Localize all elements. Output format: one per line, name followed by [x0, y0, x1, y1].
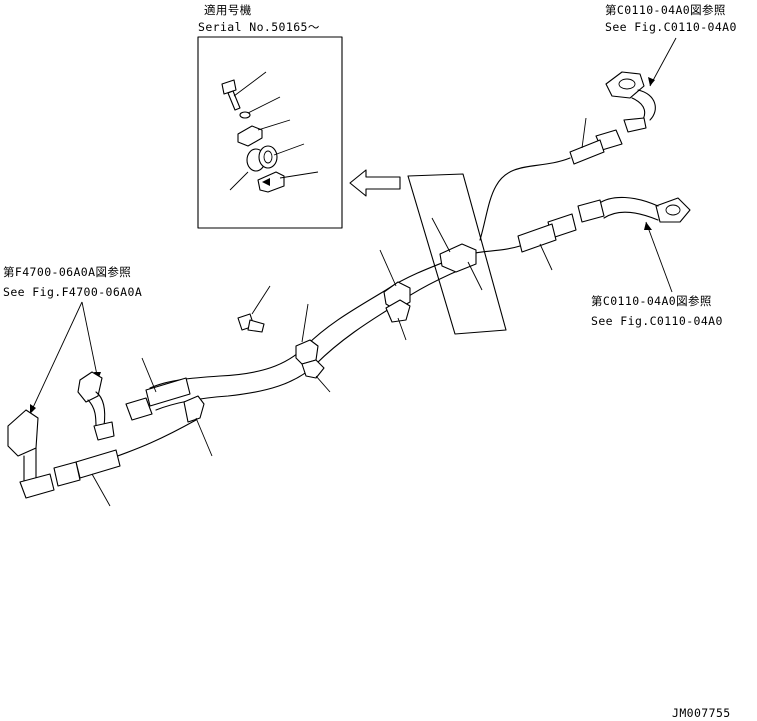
inset-detail: 適用号機 Serial No.50165～ — [197, 3, 343, 229]
reference-left: 第F4700-06A0A図参照 See Fig.F4700-06A0A — [3, 265, 142, 415]
clamp-b — [379, 249, 411, 341]
inset-label-en: Serial No.50165～ — [198, 20, 320, 34]
drawing-number: JM007755 — [672, 706, 731, 720]
hose-lower — [469, 213, 577, 271]
main-pipe — [149, 251, 475, 411]
clamp-lower-part — [257, 171, 319, 193]
reference-right: 第C0110-04A0図参照 See Fig.C0110-04A0 — [591, 221, 723, 328]
elbow-left-upper — [77, 371, 115, 441]
inset-frame — [197, 36, 343, 229]
detail-region — [407, 173, 507, 335]
reference-top-right: 第C0110-04A0図参照 See Fig.C0110-04A0 — [605, 3, 737, 87]
hose-left-lower — [53, 419, 197, 507]
washer-part — [239, 96, 281, 119]
ref-right-en: See Fig.C0110-04A0 — [591, 314, 723, 328]
clamp-a — [431, 217, 483, 291]
cushion-part — [229, 143, 305, 191]
detail-arrow — [349, 169, 401, 197]
ref-right-jp: 第C0110-04A0図参照 — [591, 294, 712, 308]
ref-left-jp: 第F4700-06A0A図参照 — [3, 265, 131, 279]
hose-upper — [479, 117, 623, 241]
pipe-upper-right — [605, 71, 656, 133]
bolt-part — [221, 71, 267, 111]
elbow-left-lower — [7, 409, 55, 499]
inset-label-jp: 適用号機 — [204, 3, 252, 17]
clamp-c — [295, 303, 331, 393]
bolt-main — [237, 285, 271, 333]
clamp-d — [183, 395, 213, 457]
clamp-upper-part — [237, 119, 291, 147]
ref-top-right-jp: 第C0110-04A0図参照 — [605, 3, 726, 17]
ref-top-right-en: See Fig.C0110-04A0 — [605, 20, 737, 34]
pipe-lower-right — [577, 196, 691, 223]
ref-left-en: See Fig.F4700-06A0A — [3, 285, 142, 299]
hose-left-upper — [125, 357, 191, 421]
